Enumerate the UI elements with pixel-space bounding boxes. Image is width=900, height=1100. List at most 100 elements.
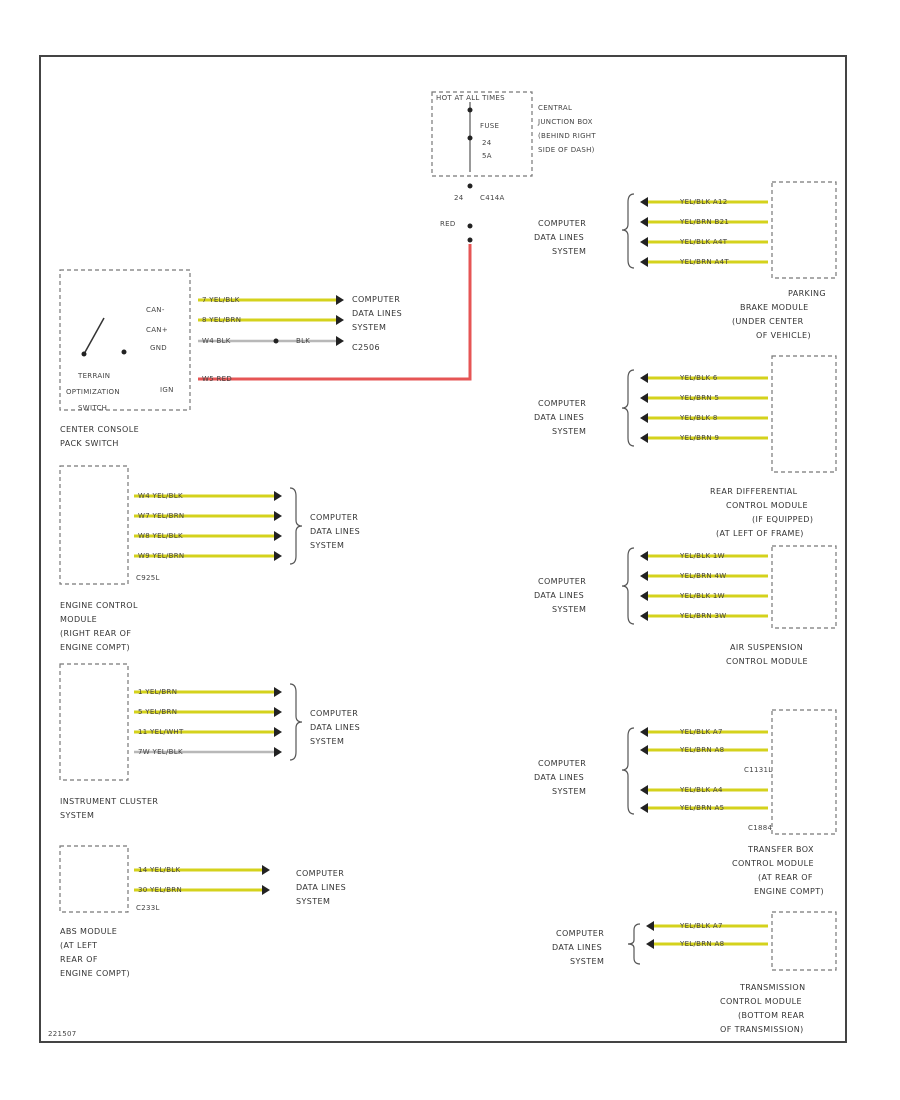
ecm-wire-label-2: W7 YEL/BRN — [138, 512, 184, 520]
terrain-wire-label-1: 7 YEL/BLK — [202, 296, 240, 304]
air-susp-brace — [621, 547, 635, 625]
transmission-location-2: CONTROL MODULE — [720, 997, 802, 1006]
rear-diff-arrow-2 — [640, 393, 648, 403]
junction-connector-id: C414A — [480, 194, 505, 202]
fuse-terminal-top — [467, 107, 473, 113]
ecm-brace — [289, 487, 303, 565]
central-junction-box: HOT AT ALL TIMES FUSE 24 5A CENTRAL JUNC… — [431, 91, 596, 243]
switch-pivot — [81, 351, 87, 357]
ground-connector: C2506 — [352, 343, 380, 352]
transmission-brace — [627, 923, 641, 965]
air-suspension-module: YEL/BLK 1W YEL/BRN 4W YEL/BLK 1W YEL/BRN… — [534, 545, 837, 666]
rear-differential-module: YEL/BLK 6 YEL/BRN 5 YEL/BLK 8 YEL/BRN 9 … — [534, 355, 837, 538]
transmission-wire-label-1: YEL/BLK A7 — [679, 922, 723, 930]
terrain-dest-1: COMPUTER — [352, 295, 400, 304]
air-susp-arrow-1 — [640, 551, 648, 561]
abs-module: 14 YEL/BLK 30 YEL/BRN COMPUTER DATA LINE… — [59, 845, 346, 978]
abs-wire-label-2: 30 YEL/BRN — [138, 886, 182, 894]
junction-loc-4: SIDE OF DASH) — [538, 146, 595, 154]
rear-diff-wire-label-3: YEL/BLK 8 — [679, 414, 718, 422]
diagram-id: 221507 — [48, 1030, 77, 1038]
ecm-arrow-2 — [274, 511, 282, 521]
fuse-amps: 5A — [482, 152, 492, 160]
cluster-wire-label-1: 1 YEL/BRN — [138, 688, 177, 696]
parking-arrow-4 — [640, 257, 648, 267]
abs-connector: C233L — [136, 904, 160, 912]
transfer-arrow-3 — [640, 785, 648, 795]
terrain-switch-outline — [59, 269, 191, 411]
rear-diff-wire-label-4: YEL/BRN 9 — [679, 434, 719, 442]
terrain-location-2: PACK SWITCH — [60, 439, 119, 448]
terrain-switch-name-1: TERRAIN — [77, 372, 110, 380]
cluster-arrow-2 — [274, 707, 282, 717]
red-wire-junction-dot — [467, 223, 473, 229]
transfer-location-3: (AT REAR OF — [758, 873, 813, 882]
ecm-arrow-4 — [274, 551, 282, 561]
transfer-wire-label-1: YEL/BLK A7 — [679, 728, 723, 736]
ecm-dest-2: DATA LINES — [310, 527, 360, 536]
junction-box-outline — [431, 91, 533, 177]
rear-diff-location-1: REAR DIFFERENTIAL — [710, 487, 798, 496]
cluster-location-1: INSTRUMENT CLUSTER — [60, 797, 158, 806]
rear-diff-dest-2: DATA LINES — [534, 413, 584, 422]
transmission-outline — [771, 911, 837, 971]
ecm-location-3: (RIGHT REAR OF — [60, 629, 131, 638]
abs-outline — [59, 845, 129, 913]
air-susp-arrow-2 — [640, 571, 648, 581]
terrain-dest-3: SYSTEM — [352, 323, 386, 332]
ecm-arrow-3 — [274, 531, 282, 541]
transfer-wire-label-2: YEL/BRN A8 — [679, 746, 724, 754]
cluster-dest-2: DATA LINES — [310, 723, 360, 732]
abs-arrow-1 — [262, 865, 270, 875]
rear-diff-location-3: (IF EQUIPPED) — [752, 515, 813, 524]
cluster-arrow-4 — [274, 747, 282, 757]
parking-dest-1: COMPUTER — [538, 219, 586, 228]
parking-arrow-3 — [640, 237, 648, 247]
terrain-arrow-2 — [336, 315, 344, 325]
ground-splice-dot — [273, 338, 279, 344]
air-susp-location-1: AIR SUSPENSION — [730, 643, 803, 652]
rear-diff-location-4: (AT LEFT OF FRAME) — [716, 529, 804, 538]
transmission-dest-3: SYSTEM — [570, 957, 604, 966]
cluster-brace — [289, 683, 303, 761]
terrain-location-1: CENTER CONSOLE — [60, 425, 139, 434]
cluster-wire-label-3: 11 YEL/WHT — [138, 728, 184, 736]
parking-brace — [621, 193, 635, 269]
parking-outline — [771, 181, 837, 279]
ground-wire-color: BLK — [296, 337, 310, 345]
abs-dest-2: DATA LINES — [296, 883, 346, 892]
air-susp-wire-label-1: YEL/BLK 1W — [679, 552, 725, 560]
parking-wire-label-3: YEL/BLK A4T — [679, 238, 728, 246]
fuse-terminal-bottom — [467, 135, 473, 141]
abs-dest-3: SYSTEM — [296, 897, 330, 906]
abs-location-4: ENGINE COMPT) — [60, 969, 130, 978]
junction-loc-3: (BEHIND RIGHT — [538, 132, 596, 140]
parking-brake-module: YEL/BLK A12 YEL/BRN B21 YEL/BLK A4T YEL/… — [534, 181, 837, 340]
air-susp-dest-1: COMPUTER — [538, 577, 586, 586]
abs-dest-1: COMPUTER — [296, 869, 344, 878]
rear-diff-brace — [621, 369, 635, 447]
terrain-wire-label-3: W4 BLK — [202, 337, 231, 345]
transmission-arrow-1 — [646, 921, 654, 931]
terrain-wire-label-4: W5 RED — [202, 375, 232, 383]
abs-location-2: (AT LEFT — [60, 941, 97, 950]
terrain-arrow-3 — [336, 336, 344, 346]
ecm-dest-1: COMPUTER — [310, 513, 358, 522]
rear-diff-dest-1: COMPUTER — [538, 399, 586, 408]
transmission-arrow-2 — [646, 939, 654, 949]
transfer-dest-2: DATA LINES — [534, 773, 584, 782]
diagram-frame — [39, 55, 847, 1043]
cluster-location-2: SYSTEM — [60, 811, 94, 820]
ecm-wire-label-3: W8 YEL/BLK — [138, 532, 183, 540]
transfer-arrow-1 — [640, 727, 648, 737]
transfer-dest-3: SYSTEM — [552, 787, 586, 796]
terrain-switch-name-3: SWITCH — [78, 404, 107, 412]
red-wire-splice-dot — [467, 237, 473, 243]
terrain-dest-2: DATA LINES — [352, 309, 402, 318]
instrument-cluster-module: 1 YEL/BRN 5 YEL/BRN 11 YEL/WHT 7W YEL/BL… — [59, 663, 360, 820]
parking-arrow-1 — [640, 197, 648, 207]
parking-wire-label-4: YEL/BRN A4T — [679, 258, 729, 266]
air-susp-dest-3: SYSTEM — [552, 605, 586, 614]
junction-header: HOT AT ALL TIMES — [436, 94, 505, 102]
rear-diff-wire-label-2: YEL/BRN 5 — [679, 394, 719, 402]
